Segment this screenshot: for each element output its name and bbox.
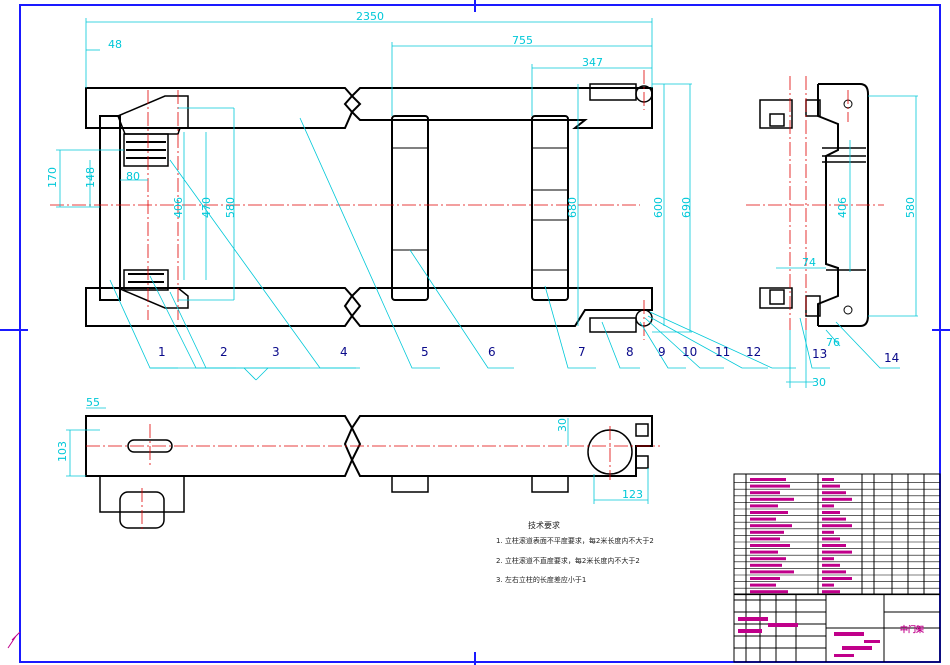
dim-side-76: 76 (826, 336, 840, 349)
parts-list-row-mark (822, 537, 840, 541)
part-number-6: 6 (488, 345, 496, 359)
part-number-3: 3 (272, 345, 280, 359)
parts-list-row-mark (822, 497, 852, 501)
dim-width-600: 600 (652, 197, 665, 218)
dim-bottom-103: 103 (56, 441, 69, 462)
parts-list-row-mark (750, 491, 780, 495)
top-view (85, 83, 653, 333)
part-number-5: 5 (421, 345, 429, 359)
parts-list-row-mark (822, 504, 834, 508)
dim-width-580: 580 (224, 197, 237, 218)
side-view-dimlines (776, 95, 918, 388)
parts-list-row-mark (750, 550, 778, 554)
parts-list-row-mark (822, 530, 834, 534)
parts-list-row-mark (822, 557, 834, 561)
parts-list-row-mark (750, 530, 784, 534)
dim-height-170: 170 (46, 167, 59, 188)
parts-list-row-mark (750, 583, 776, 587)
corner-marker (7, 631, 21, 649)
part-number-8: 8 (626, 345, 634, 359)
part-number-11: 11 (715, 345, 730, 359)
parts-list-row-mark (822, 478, 834, 481)
dim-length-755: 755 (512, 34, 533, 47)
part-number-2: 2 (220, 345, 228, 359)
part-number-14: 14 (884, 351, 899, 365)
dim-side-580: 580 (904, 197, 917, 218)
dim-side-30: 30 (812, 376, 826, 389)
dim-bottom-123: 123 (622, 488, 643, 501)
parts-list-row-mark (750, 478, 786, 481)
side-view-centerlines (746, 76, 884, 330)
bottom-view-centerlines (86, 424, 660, 530)
part-number-1: 1 (158, 345, 166, 359)
tech-requirements-heading: 技术要求 (528, 520, 560, 530)
dim-height-690: 690 (680, 197, 693, 218)
part-number-7: 7 (578, 345, 586, 359)
dim-height-148: 148 (84, 167, 97, 188)
parts-list-row-mark (822, 491, 846, 495)
part-number-13: 13 (812, 347, 827, 361)
dim-width-80: 80 (126, 170, 140, 183)
dim-bottom-55: 55 (86, 396, 100, 409)
parts-list-row-mark (822, 550, 852, 554)
parts-list-rows (734, 478, 940, 596)
parts-list-row-mark (750, 570, 794, 574)
title-block (733, 593, 941, 663)
parts-list-row-mark (750, 504, 778, 508)
parts-list-row-mark (822, 484, 840, 488)
drawing-frame (19, 4, 941, 663)
parts-list-row-mark (822, 524, 852, 528)
parts-list-row-mark (822, 563, 840, 567)
parts-list-row-mark (750, 577, 780, 580)
dim-side-74: 74 (802, 256, 816, 269)
leader-lines (109, 117, 796, 381)
bottom-view-dimlines (66, 407, 649, 504)
part-number-9: 9 (658, 345, 666, 359)
top-view-dimlines (56, 18, 692, 333)
dim-width-470: 470 (200, 197, 213, 218)
parts-list-row-mark (822, 570, 846, 574)
parts-list-row-mark (822, 577, 852, 580)
parts-list-row-mark (750, 544, 790, 547)
dim-width-406: 406 (172, 197, 185, 218)
tech-requirement-3: 3. 左右立柱的长度差应小于1 (496, 575, 586, 584)
title-block-name: 中门架 (900, 624, 924, 634)
part-number-12: 12 (746, 345, 761, 359)
parts-list-row-mark (750, 511, 788, 514)
parts-list-row-mark (750, 524, 792, 528)
parts-list-row-mark (750, 537, 780, 541)
parts-list-row-mark (750, 557, 786, 561)
part-number-10: 10 (682, 345, 697, 359)
dim-overall-length: 2350 (356, 10, 384, 23)
title-block-marks (738, 617, 880, 657)
dim-bottom-30: 30 (556, 418, 569, 432)
parts-list-row-mark (750, 484, 790, 488)
parts-list-row-mark (822, 590, 840, 594)
dim-width-680: 680 (566, 197, 579, 218)
dim-side-406: 406 (836, 197, 849, 218)
parts-list-row-mark (750, 497, 794, 501)
part-number-4: 4 (340, 345, 348, 359)
top-view-centerlines (50, 70, 645, 340)
parts-list-row-mark (750, 590, 788, 594)
tech-requirement-1: 1. 立柱滚道表面不平度要求，每2米长度内不大于2 (496, 536, 654, 545)
parts-list-row-mark (822, 511, 840, 514)
dim-length-347: 347 (582, 56, 603, 69)
dim-offset-48: 48 (108, 38, 122, 51)
parts-list-row-mark (822, 544, 846, 547)
parts-list-row-mark (750, 517, 776, 521)
parts-list-row-mark (750, 563, 782, 567)
parts-list-row-mark (822, 517, 846, 521)
parts-list-row-mark (822, 583, 834, 587)
tech-requirement-2: 2. 立柱滚道不直度要求，每2米长度内不大于2 (496, 556, 640, 565)
